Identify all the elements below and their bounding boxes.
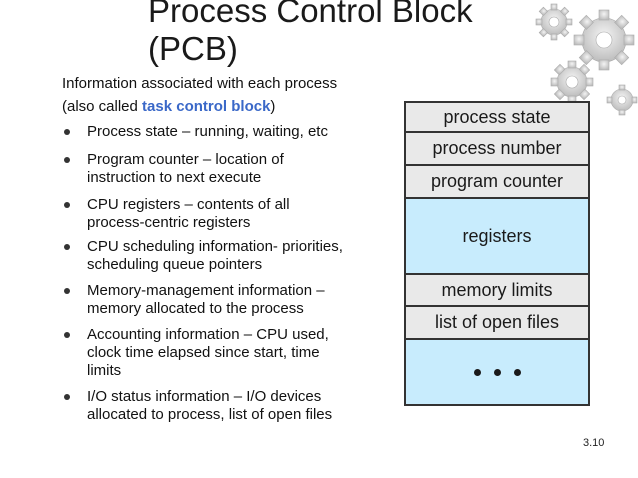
pcb-cell-process-number: process number [406,133,588,166]
pcb-cell-label: program counter [430,171,564,191]
list-item: Accounting information – CPU used, clock… [62,326,382,380]
pcb-cell-label: memory limits [441,279,553,300]
pcb-cell-open-files: list of open files [406,307,588,340]
bullet-icon [64,332,70,338]
gears-icon [535,3,638,116]
list-item: CPU registers – contents of all process-… [62,196,382,232]
intro-suffix: ) [270,98,276,115]
bullet-icon [64,244,70,250]
bullet-icon [64,157,70,163]
list-item: Memory-management information – memory a… [62,282,382,318]
pcb-cell-registers: registers [406,199,588,275]
list-item: I/O status information – I/O devices all… [62,388,382,424]
pcb-cell-process-state: process state [406,103,588,133]
intro-text: Information associated with each process… [62,72,382,118]
list-item: Program counter – location of instructio… [62,151,382,187]
page-number: 3.10 [583,437,605,449]
pcb-cell-memory-limits: memory limits [406,275,588,307]
intro-prefix: (also called [62,98,143,115]
pcb-diagram: process state process number program cou… [404,101,590,406]
pcb-cell-label: process state [443,106,551,127]
slide-title: Process Control Block (PCB) [148,0,478,68]
list-item-text: CPU scheduling information- priorities, … [87,238,343,273]
bullet-icon [64,129,70,135]
list-item-text: Process state – running, waiting, etc [87,123,328,140]
bullet-icon [64,394,70,400]
list-item-text: I/O status information – I/O devices all… [87,388,333,423]
pcb-cell-program-counter: program counter [406,166,588,199]
list-item-text: Memory-management information – memory a… [87,282,325,317]
pcb-cell-more [406,340,588,404]
list-item: Process state – running, waiting, etc [62,123,382,141]
pcb-cell-label: process number [432,138,562,158]
list-item: CPU scheduling information- priorities, … [62,238,382,274]
list-item-text: Accounting information – CPU used, clock… [87,326,329,379]
bullet-icon [64,288,70,294]
pcb-field-list: Process state – running, waiting, etc Pr… [62,123,382,424]
pcb-cell-label: registers [462,225,532,246]
slide-title-line2: (PCB) [148,30,238,67]
slide-title-line1: Process Control Block [148,0,473,29]
intro-line1: Information associated with each process [62,75,338,92]
pcb-cell-label: list of open files [434,312,560,332]
list-item-text: Program counter – location of instructio… [87,151,284,186]
ellipsis-icon [473,368,521,376]
bullet-icon [64,202,70,208]
intro-line2: (also called task control block) [62,95,382,118]
task-control-block-term: task control block [142,98,271,115]
list-item-text: CPU registers – contents of all process-… [87,196,290,231]
